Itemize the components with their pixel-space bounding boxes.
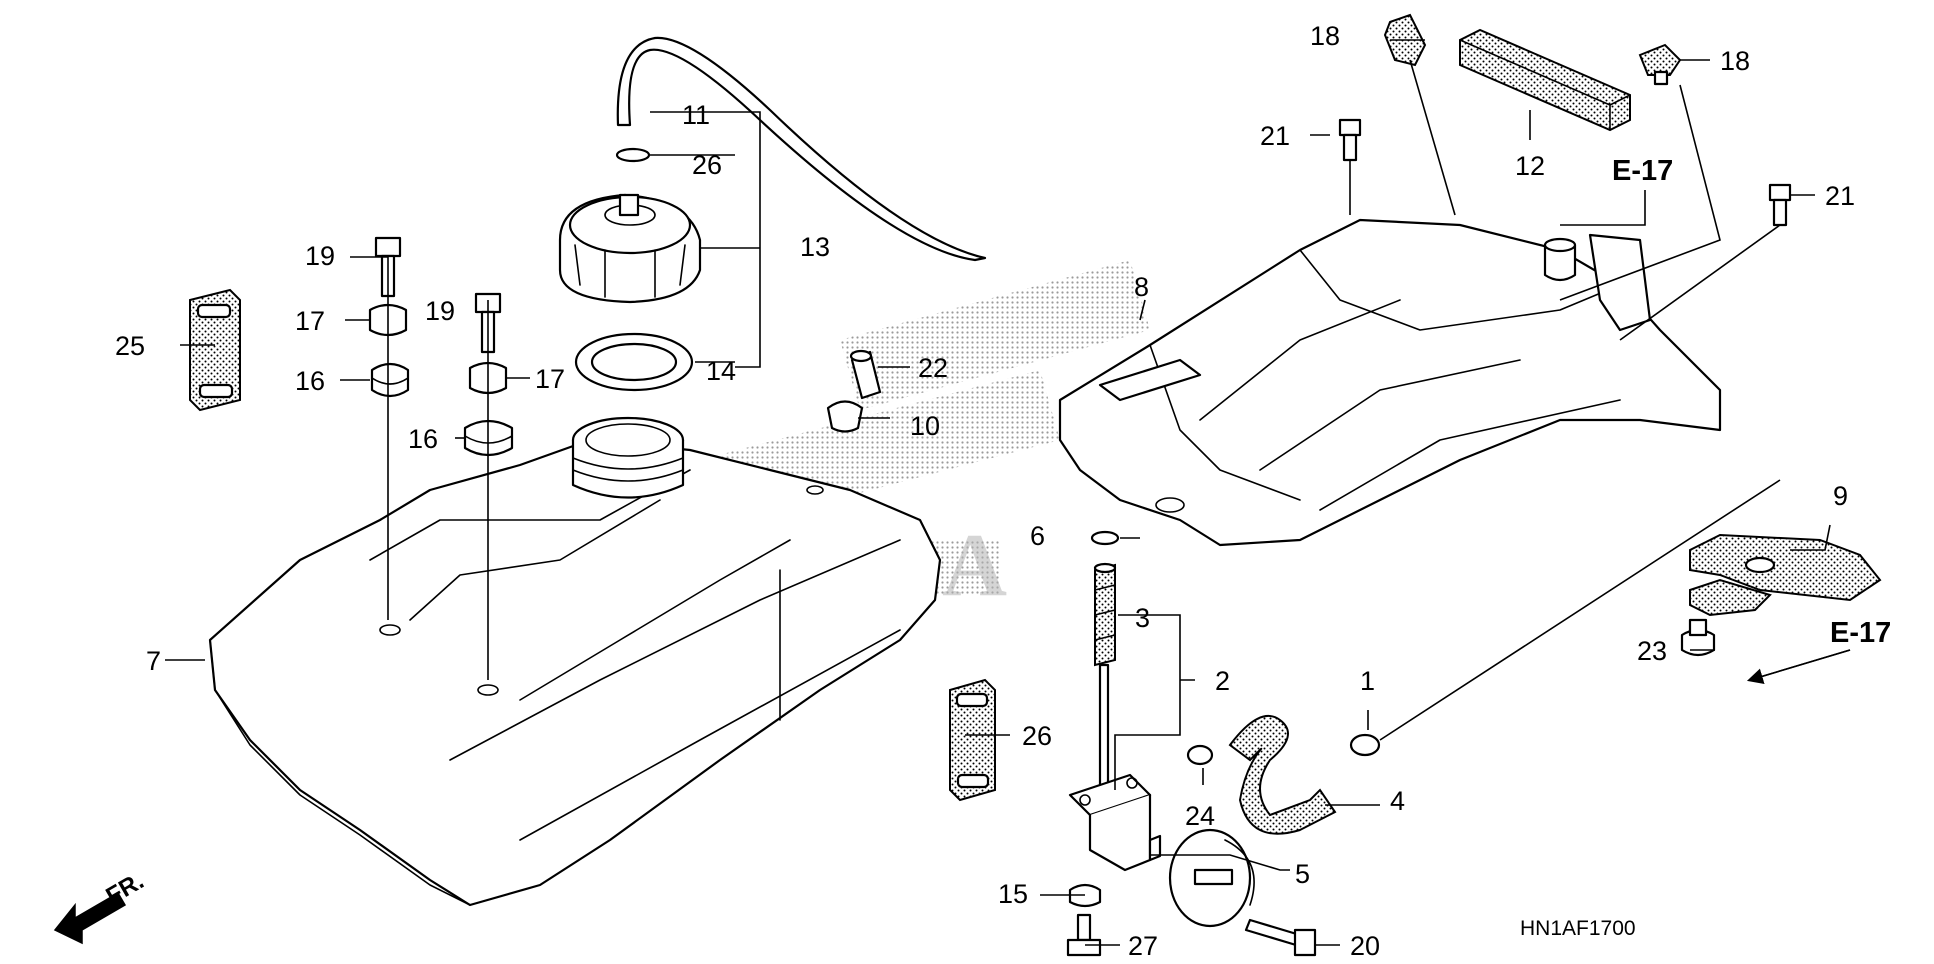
callout-6: 6 [1030,521,1045,551]
front-direction-arrow-icon: FR. [53,867,148,945]
part-heat-shield-9 [1689,533,1882,617]
callout-18-left: 18 [1310,21,1340,51]
callout-24: 24 [1185,801,1215,831]
callout-4: 4 [1390,786,1405,816]
callout-2: 2 [1215,666,1230,696]
part-strap-26-top [189,288,241,412]
callout-27: 27 [1128,931,1158,961]
part-fuel-valve [1068,773,1162,872]
callout-14: 14 [706,356,736,386]
callout-1: 1 [1360,666,1375,696]
part-tank-cover [1058,218,1722,547]
part-cap-gasket [574,332,694,392]
part-clip-24 [1186,744,1214,766]
part-fuel-tank [208,416,942,907]
callout-26-bottom: 26 [1022,721,1052,751]
part-bolt-21-left [1338,118,1362,162]
part-fuel-strainer [1093,562,1117,787]
callout-22: 22 [918,353,948,383]
callout-19-left: 19 [305,241,335,271]
callout-17-mid: 17 [535,364,565,394]
part-bolt-22 [849,349,882,400]
leader-lines [165,39,1851,946]
callout-labels: 11 26 13 14 22 10 6 3 2 5 15 27 20 4 24 … [115,21,1855,961]
part-hose-clip [615,147,651,163]
callout-10: 10 [910,411,940,441]
part-stack-left [368,236,410,398]
part-cushion-18-right [1638,43,1682,86]
callout-9: 9 [1833,481,1848,511]
callout-16-left: 16 [295,366,325,396]
callout-18-right: 18 [1720,46,1750,76]
part-bolt-21-right [1768,183,1792,227]
callout-20: 20 [1350,931,1380,961]
callout-19-mid: 19 [425,296,455,326]
part-breather-hose [616,36,987,262]
ref-label-e17-right: E-17 [1830,617,1891,649]
callout-25: 26 [692,150,722,180]
callout-13: 13 [800,232,830,262]
part-bolt-27 [1066,913,1102,957]
part-clip-1 [1349,733,1381,757]
callout-8: 8 [1134,272,1149,302]
callout-7: 7 [146,646,161,676]
part-cushion-12 [1459,28,1631,132]
part-nut-23 [1680,618,1716,657]
callout-3: 3 [1135,603,1150,633]
part-strap-26-bottom [949,678,996,802]
callout-21-right: 21 [1825,181,1855,211]
callout-26-top: 25 [115,331,145,361]
callout-23: 23 [1637,636,1667,666]
diagram-code: HN1AF1700 [1520,917,1636,940]
callout-5: 5 [1295,859,1310,889]
part-bolt-20 [1244,918,1317,957]
callout-21-left: 21 [1260,121,1290,151]
part-fuel-hose [1228,715,1337,835]
part-fuel-cap [558,193,702,304]
part-grommet-10 [826,400,864,433]
callout-17-left: 17 [295,306,325,336]
callout-15: 15 [998,879,1028,909]
callout-12: 12 [1515,151,1545,181]
ref-label-e17-top: E-17 [1612,155,1673,187]
callout-16-mid: 16 [408,424,438,454]
part-washer-6 [1090,530,1120,546]
part-valve-knob [1168,828,1255,928]
callout-11: 11 [682,100,710,130]
